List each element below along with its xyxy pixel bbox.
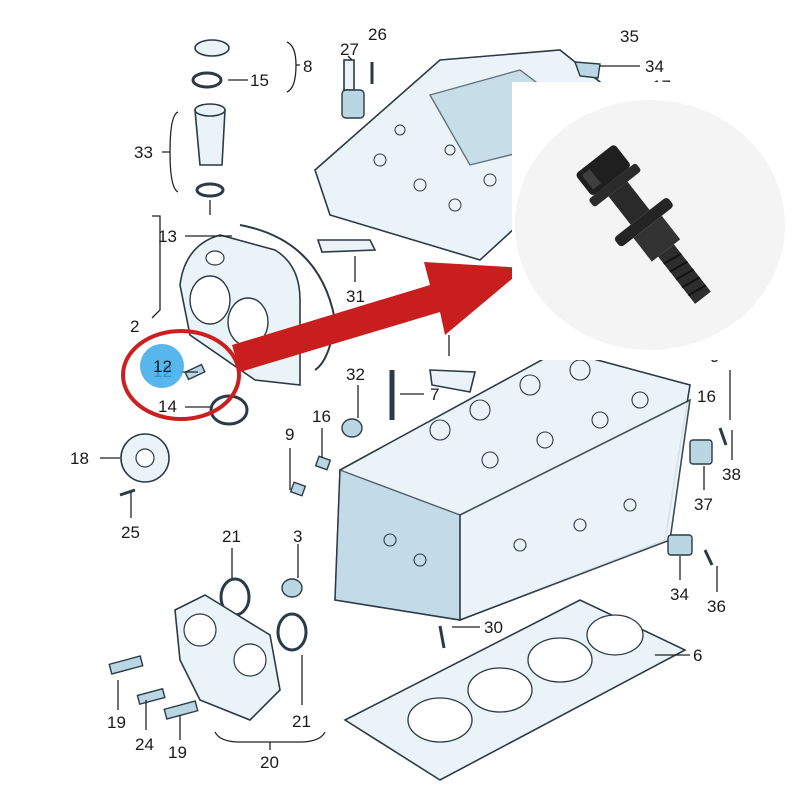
highlight-circle [121, 329, 241, 421]
label-24: 24 [135, 735, 154, 754]
label-2: 2 [130, 317, 139, 336]
label-33: 33 [134, 143, 153, 162]
leader-lines [100, 41, 733, 750]
label-31: 31 [346, 287, 365, 306]
label-9-left: 9 [285, 425, 294, 444]
label-16-right: 16 [697, 387, 716, 406]
label-19-left: 19 [107, 713, 126, 732]
inset-photo [512, 82, 800, 360]
label-20: 20 [260, 753, 279, 772]
highlight-label-12: 12 [153, 357, 172, 376]
label-16-left: 16 [312, 407, 331, 426]
label-8: 8 [303, 57, 312, 76]
label-34-top: 34 [645, 57, 664, 76]
pointer-arrow [232, 262, 525, 372]
label-3: 3 [293, 527, 302, 546]
callout-labels: 27 26 35 34 17 15 8 33 13 31 2 12 14 5 9… [70, 25, 741, 772]
label-25: 25 [121, 523, 140, 542]
label-36: 36 [707, 597, 726, 616]
label-19-right: 19 [168, 743, 187, 762]
label-7: 7 [430, 385, 439, 404]
label-13: 13 [158, 227, 177, 246]
small-parts [108, 39, 728, 721]
label-26: 26 [368, 25, 387, 44]
highlight-part-12: 12 [121, 329, 241, 421]
bolt-photo [576, 145, 711, 304]
label-30: 30 [484, 618, 503, 637]
label-21-bottom: 21 [292, 712, 311, 731]
timing-cover [179, 224, 337, 386]
label-34-bottom: 34 [670, 585, 689, 604]
label-32: 32 [346, 365, 365, 384]
label-15: 15 [250, 71, 269, 90]
cylinder-head [334, 349, 692, 622]
label-38: 38 [722, 465, 741, 484]
label-14: 14 [158, 397, 177, 416]
label-27: 27 [340, 40, 359, 59]
highlight-dot [140, 344, 184, 388]
head-gasket [343, 599, 687, 781]
label-37: 37 [694, 495, 713, 514]
label-21-top: 21 [222, 527, 241, 546]
label-6: 6 [693, 646, 702, 665]
label-35: 35 [620, 27, 639, 46]
label-18: 18 [70, 449, 89, 468]
